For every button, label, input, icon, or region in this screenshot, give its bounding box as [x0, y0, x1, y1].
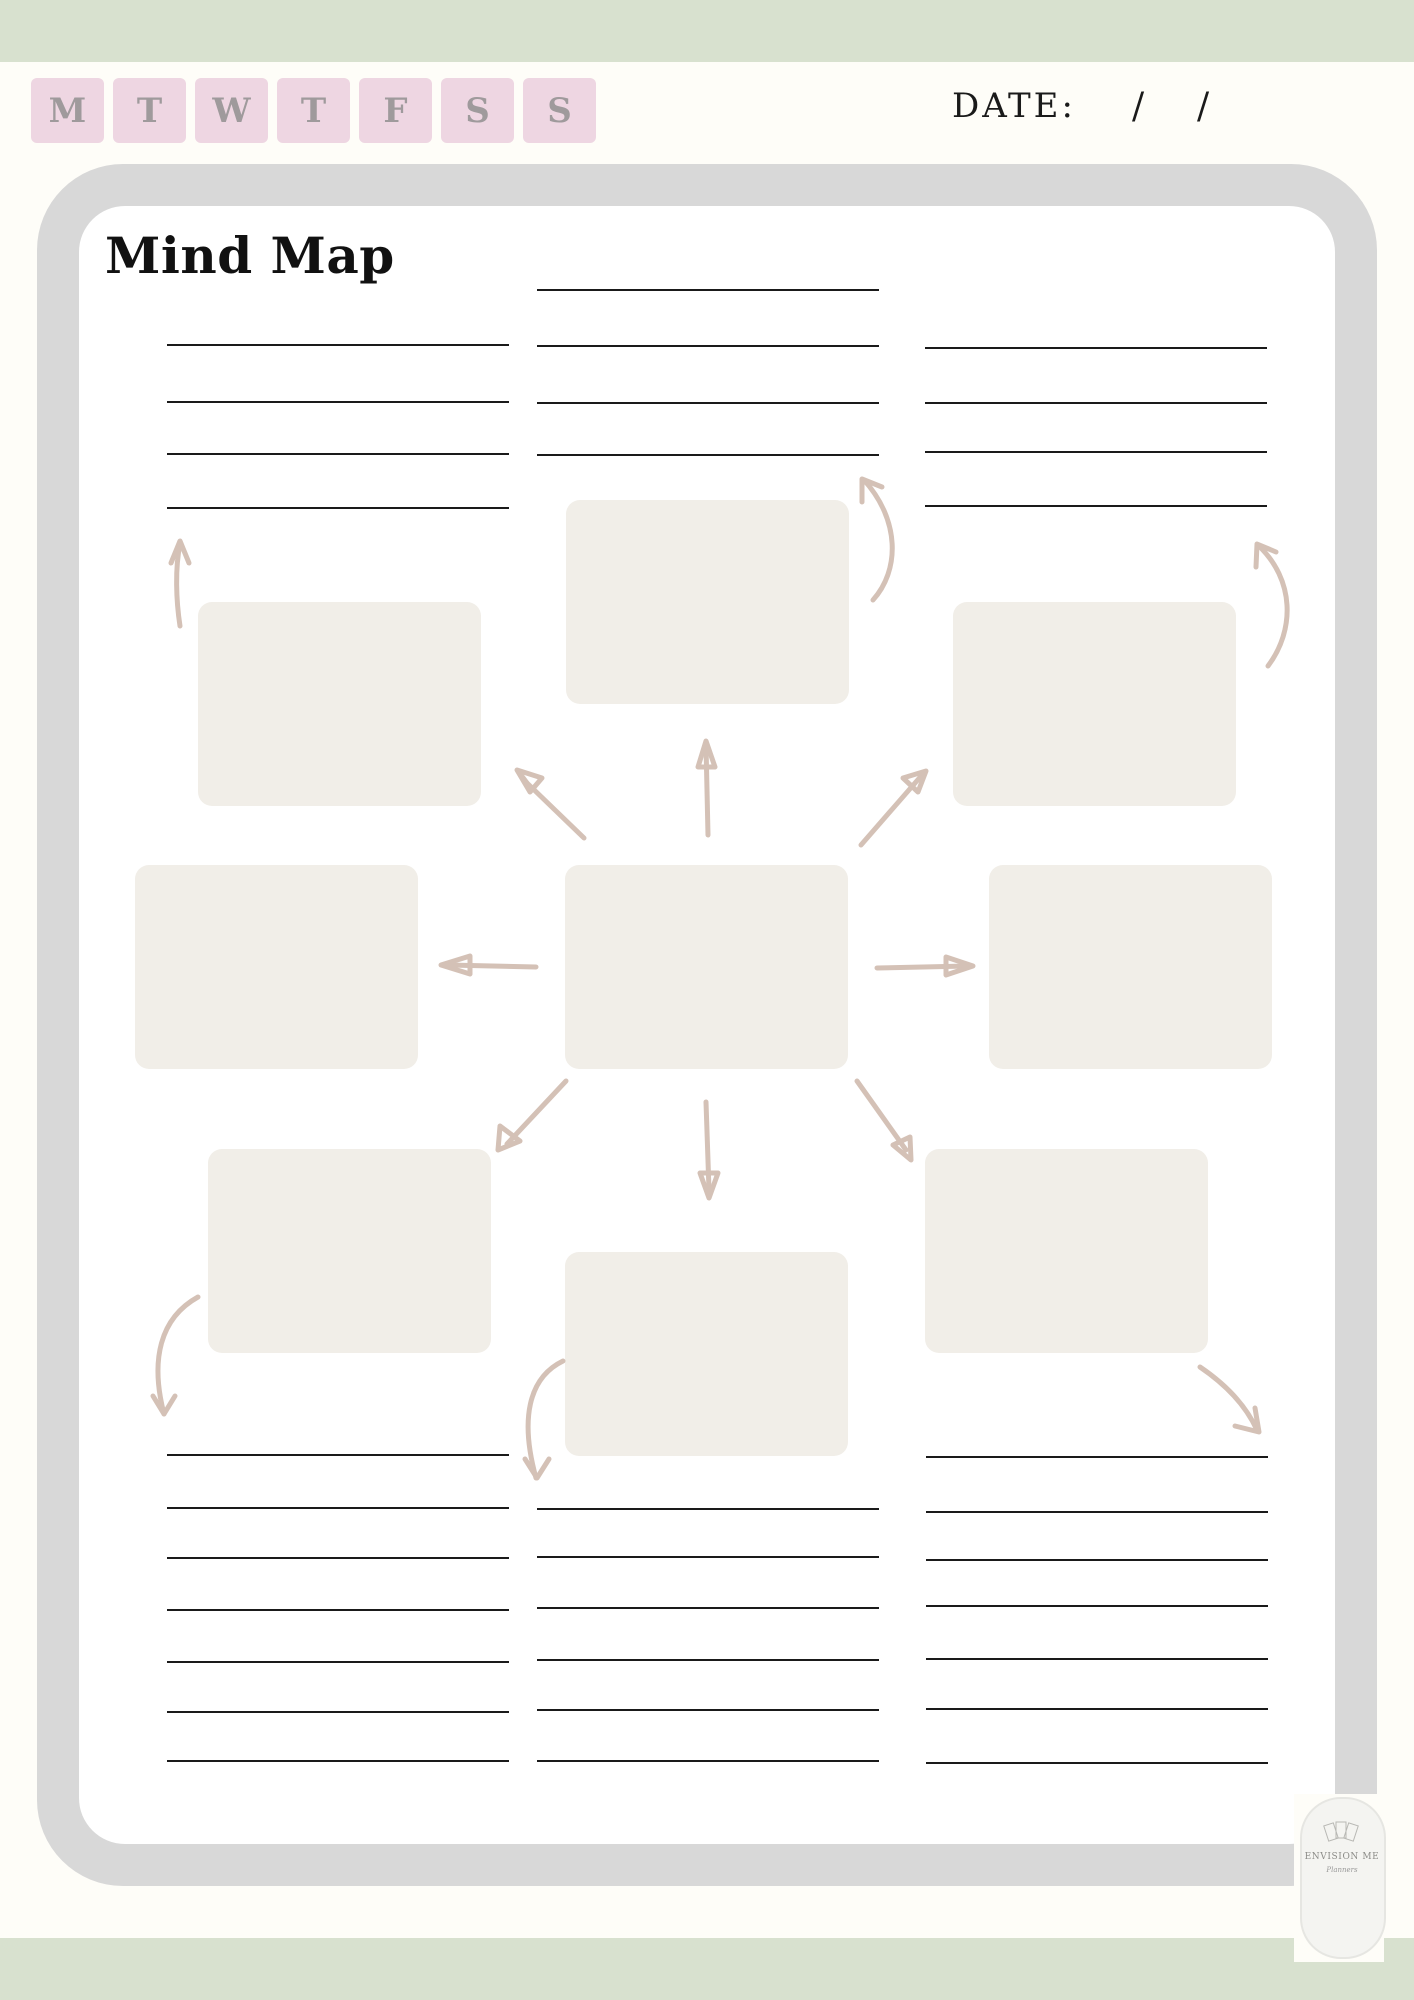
brand-logo [1300, 1797, 1386, 1959]
writing-line[interactable] [925, 347, 1267, 349]
writing-line[interactable] [537, 289, 879, 291]
curved-arrow-icon [168, 538, 192, 629]
idea-box-bottom-left[interactable] [208, 1149, 491, 1353]
writing-line[interactable] [167, 1661, 509, 1663]
writing-line[interactable] [926, 1511, 1268, 1513]
idea-box-left[interactable] [135, 865, 418, 1069]
writing-line[interactable] [537, 454, 879, 456]
weekday-wednesday[interactable]: W [195, 78, 268, 143]
arrow-down-icon [697, 1099, 721, 1201]
idea-box-top-right[interactable] [953, 602, 1236, 806]
writing-line[interactable] [926, 1708, 1268, 1710]
arrow-up-left-icon [514, 767, 587, 841]
weekday-sunday[interactable]: S [523, 78, 596, 143]
idea-box-bottom[interactable] [565, 1252, 848, 1456]
weekday-friday[interactable]: F [359, 78, 432, 143]
arrow-up-right-icon [858, 768, 929, 848]
idea-box-bottom-right[interactable] [925, 1149, 1208, 1353]
weekday-thursday[interactable]: T [277, 78, 350, 143]
writing-line[interactable] [167, 344, 509, 346]
date-label: DATE: [952, 86, 1076, 126]
arrow-down-right-icon [854, 1078, 914, 1163]
writing-line[interactable] [537, 1659, 879, 1661]
weekday-tuesday[interactable]: T [113, 78, 186, 143]
idea-box-top[interactable] [566, 500, 849, 704]
writing-line[interactable] [926, 1605, 1268, 1607]
writing-line[interactable] [925, 451, 1267, 453]
writing-line[interactable] [925, 402, 1267, 404]
arrow-left-icon [438, 953, 539, 977]
writing-line[interactable] [926, 1762, 1268, 1764]
idea-box-right[interactable] [989, 865, 1272, 1069]
writing-line[interactable] [167, 1557, 509, 1559]
curved-arrow-icon [859, 476, 895, 603]
weekday-saturday[interactable]: S [441, 78, 514, 143]
logo-subtitle: Planners [1326, 1866, 1358, 1874]
central-idea-box[interactable] [565, 865, 848, 1069]
writing-line[interactable] [537, 1709, 879, 1711]
writing-line[interactable] [926, 1456, 1268, 1458]
top-band [0, 0, 1414, 62]
writing-line[interactable] [167, 1507, 509, 1509]
writing-line[interactable] [926, 1559, 1268, 1561]
writing-line[interactable] [537, 402, 879, 404]
page-title: Mind Map [105, 226, 395, 285]
weekday-monday[interactable]: M [31, 78, 104, 143]
writing-line[interactable] [537, 1760, 879, 1762]
writing-line[interactable] [167, 1454, 509, 1456]
writing-line[interactable] [167, 453, 509, 455]
arrow-up-icon [695, 738, 718, 838]
writing-line[interactable] [167, 1711, 509, 1713]
idea-box-top-left[interactable] [198, 602, 481, 806]
writing-line[interactable] [167, 507, 509, 509]
curved-arrow-icon [522, 1358, 566, 1481]
date-separator: / [1132, 86, 1145, 127]
curved-arrow-icon [1197, 1364, 1262, 1435]
arrow-right-icon [874, 954, 976, 978]
writing-line[interactable] [167, 401, 509, 403]
writing-line[interactable] [537, 1607, 879, 1609]
cards-icon [1323, 1821, 1359, 1842]
arrow-down-left-icon [495, 1078, 569, 1153]
writing-line[interactable] [537, 345, 879, 347]
writing-line[interactable] [926, 1658, 1268, 1660]
date-separator: / [1197, 86, 1210, 127]
curved-arrow-icon [1253, 541, 1290, 669]
writing-line[interactable] [537, 1556, 879, 1558]
bottom-band [0, 1938, 1414, 2000]
writing-line[interactable] [167, 1609, 509, 1611]
writing-line[interactable] [167, 1760, 509, 1762]
logo-wordmark: ENVISION ME [1304, 1852, 1380, 1862]
writing-line[interactable] [925, 505, 1267, 507]
curved-arrow-icon [150, 1294, 201, 1417]
writing-line[interactable] [537, 1508, 879, 1510]
